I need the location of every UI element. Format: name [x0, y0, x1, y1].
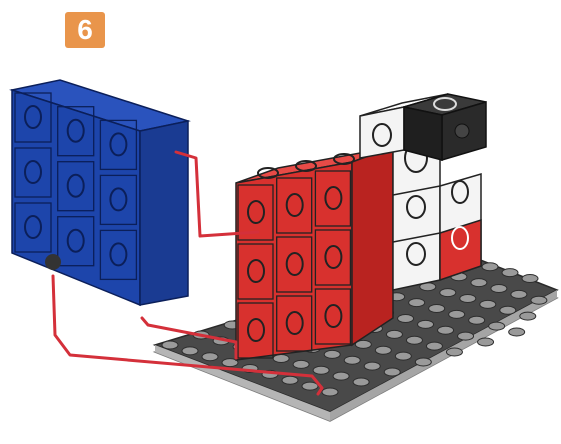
- stud: [482, 263, 498, 271]
- stud: [471, 279, 487, 287]
- stud: [409, 299, 425, 307]
- stud: [202, 353, 218, 361]
- stud: [398, 315, 414, 323]
- stud: [491, 285, 507, 293]
- red-cube-block: [236, 147, 393, 360]
- stud: [480, 300, 496, 308]
- stud: [322, 388, 338, 396]
- blue-cube-panel: [12, 80, 188, 305]
- stud: [273, 355, 289, 363]
- stud: [386, 330, 402, 338]
- stud: [469, 316, 485, 324]
- stud: [313, 366, 329, 374]
- stud: [324, 350, 340, 358]
- stud: [449, 310, 465, 318]
- stud: [162, 341, 178, 349]
- stud: [333, 372, 349, 380]
- stud: [522, 275, 538, 283]
- stud: [509, 328, 525, 336]
- stud: [426, 342, 442, 350]
- stud: [438, 326, 454, 334]
- stud: [364, 362, 380, 370]
- blue-panel-peg: [45, 254, 61, 270]
- stud: [395, 352, 411, 360]
- stud: [293, 360, 309, 368]
- stud: [182, 347, 198, 355]
- stud: [520, 312, 536, 320]
- stud: [531, 296, 547, 304]
- stud: [440, 289, 456, 297]
- stud: [282, 376, 298, 384]
- stud: [502, 269, 518, 277]
- stud: [406, 336, 422, 344]
- stud: [353, 378, 369, 386]
- stud: [375, 346, 391, 354]
- stud: [384, 368, 400, 376]
- stud: [418, 320, 434, 328]
- black-cube: [404, 94, 486, 160]
- stud: [478, 338, 494, 346]
- stud: [500, 306, 516, 314]
- stud: [415, 358, 431, 366]
- stud: [511, 290, 527, 298]
- stud: [489, 322, 505, 330]
- stud: [460, 295, 476, 303]
- stud: [429, 305, 445, 313]
- stud: [302, 382, 318, 390]
- stud: [344, 356, 360, 364]
- stud: [458, 332, 474, 340]
- stud: [446, 348, 462, 356]
